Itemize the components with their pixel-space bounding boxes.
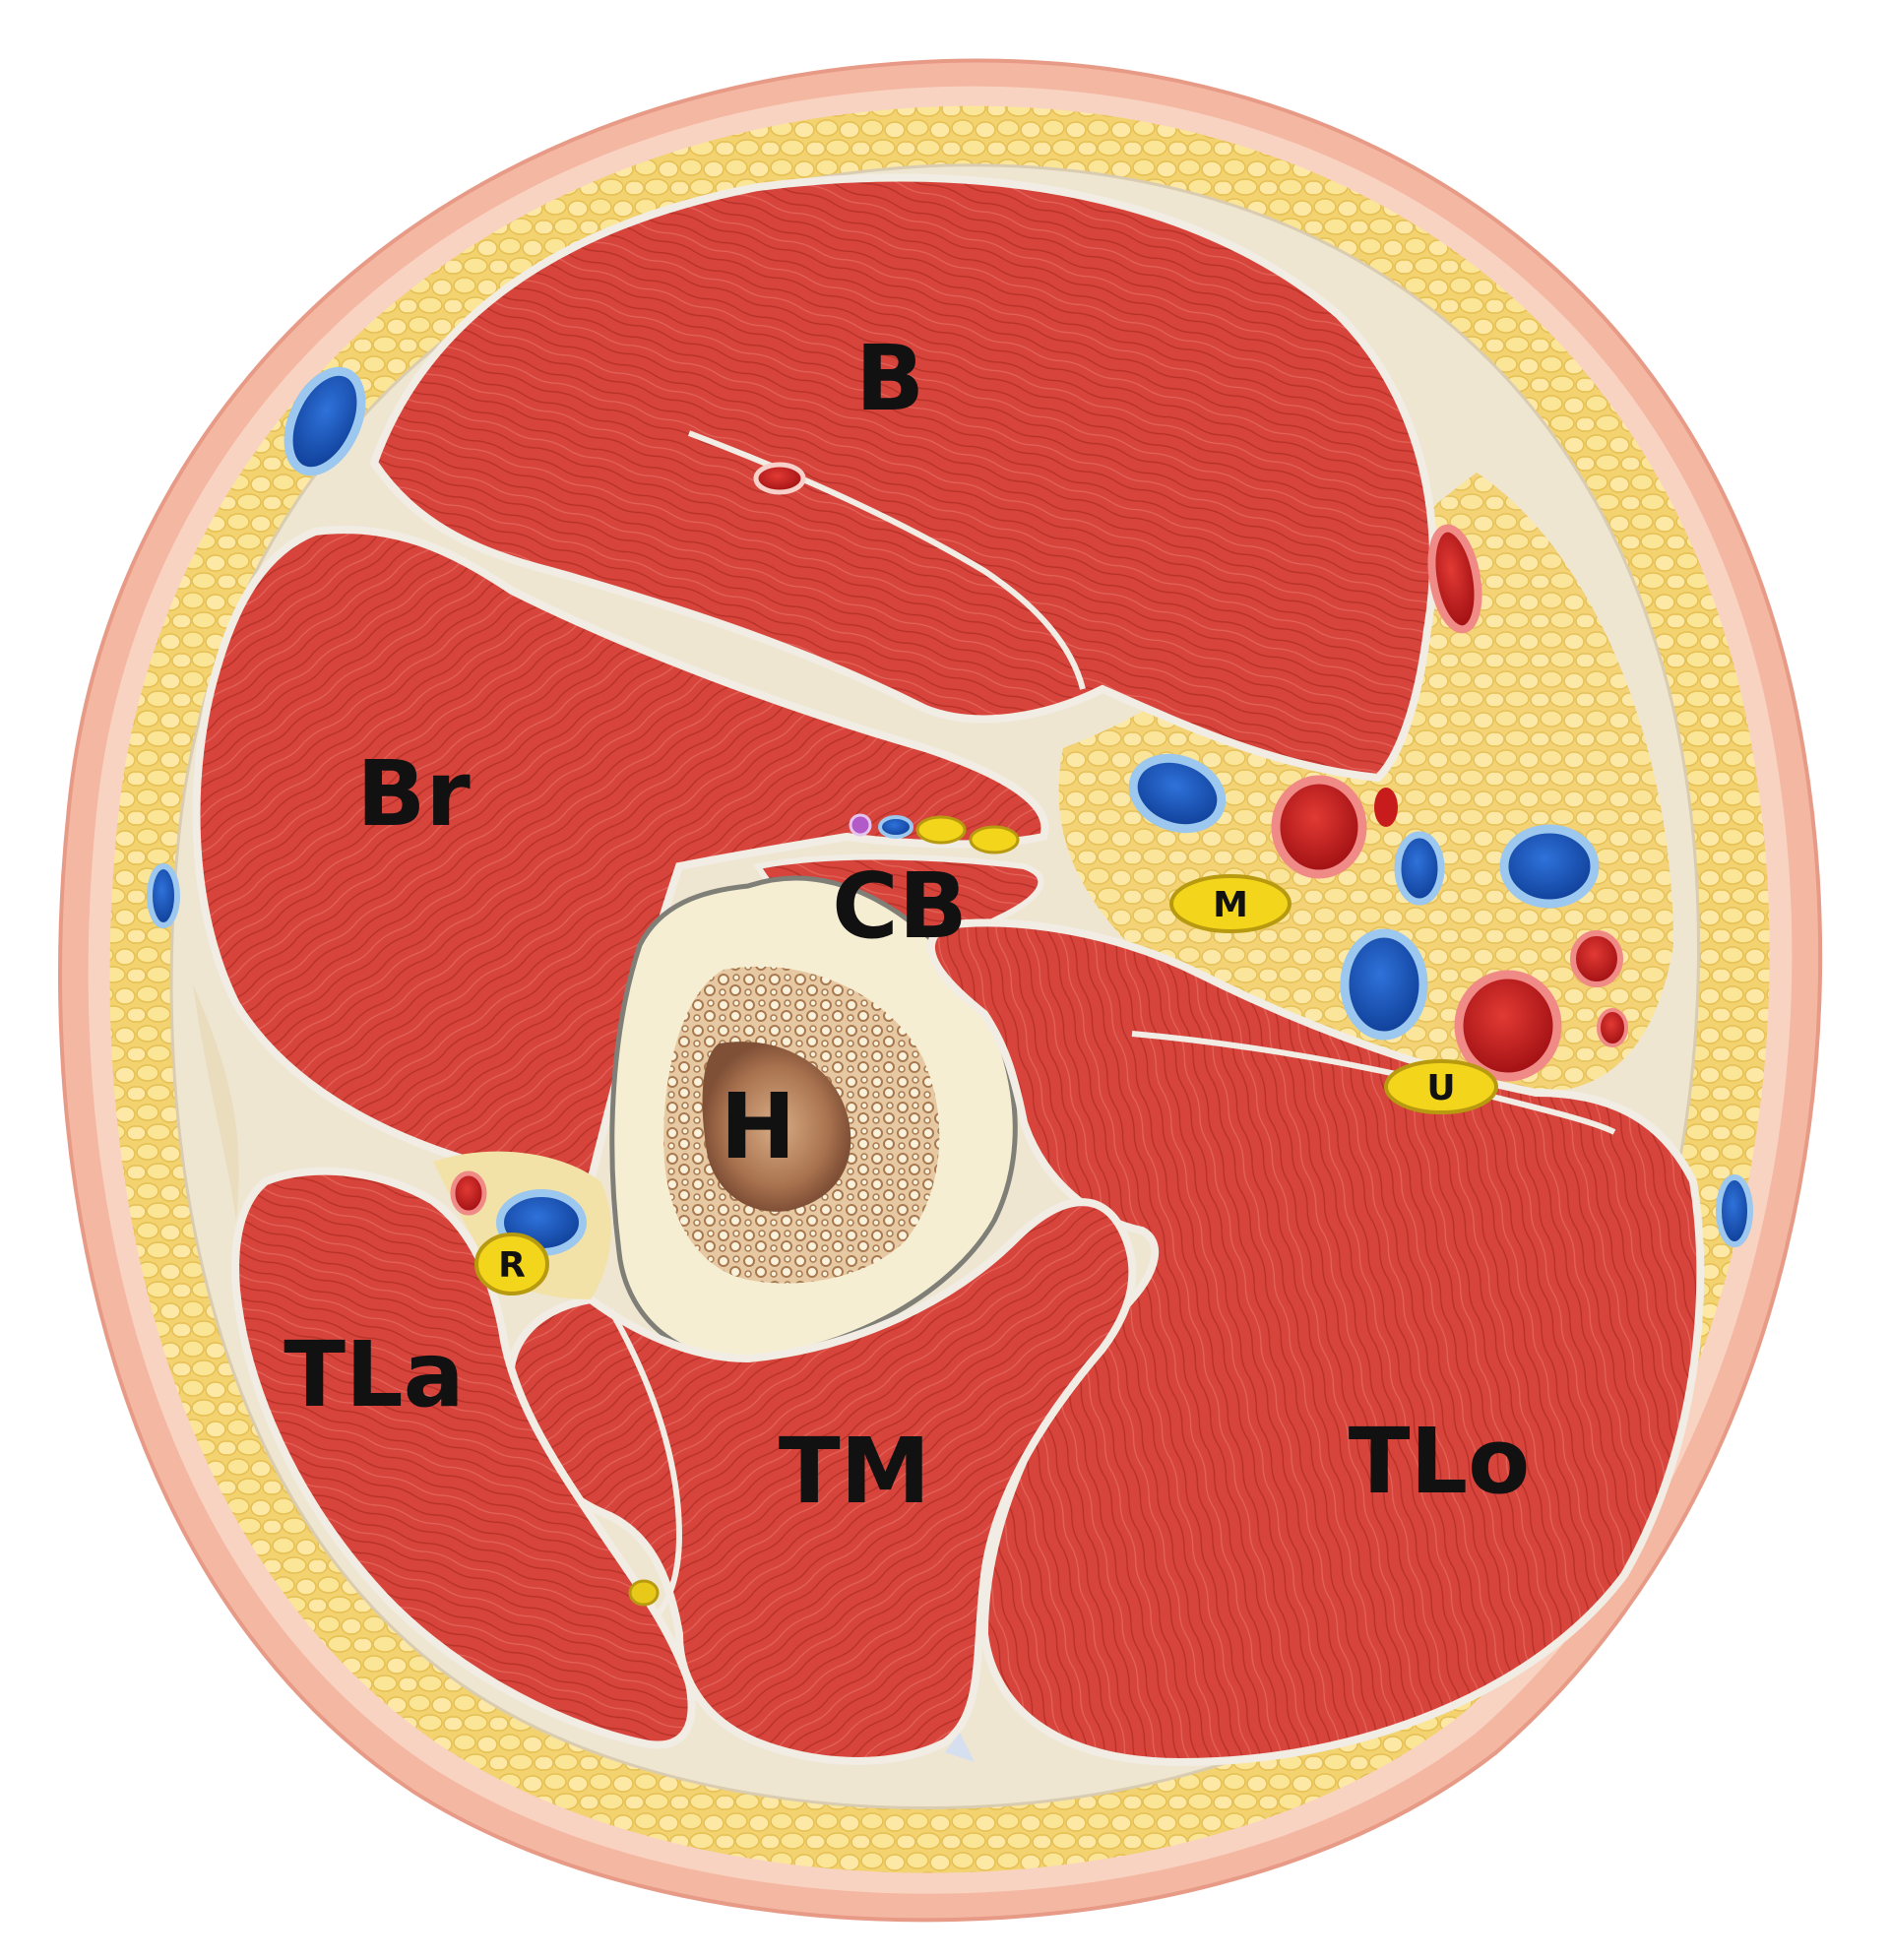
small-vein	[878, 815, 914, 839]
basilic-vein	[1499, 824, 1600, 909]
triceps-long-head-label: TLo	[1349, 1409, 1531, 1514]
ulnar-nerve-label: U	[1426, 1068, 1455, 1108]
triceps-lateral-head-muscle	[231, 1167, 696, 1749]
biceps-label: B	[855, 326, 924, 431]
brachialis-muscle	[192, 526, 1049, 1189]
ulnar-collateral-artery	[1454, 970, 1562, 1082]
cephalic-vein	[284, 366, 366, 476]
median-nerve	[1169, 874, 1292, 933]
superficial-vein-medial	[1716, 1174, 1753, 1247]
biceps-head-divider	[687, 430, 1086, 690]
triceps-medial-head-division	[607, 1307, 683, 1627]
triceps-medial-head-label: TM	[779, 1419, 930, 1524]
median-nerve-label: M	[1213, 885, 1248, 925]
superficial-artery-medial	[1427, 524, 1482, 634]
small-artery-medial-1	[1570, 930, 1623, 987]
radial-nerve	[474, 1233, 549, 1296]
small-vessel-purple	[849, 813, 872, 837]
triceps-medial-head-muscle	[506, 1198, 1137, 1765]
fascial-triangle-bottom	[945, 1733, 975, 1762]
biceps-artery	[753, 462, 806, 495]
small-artery-medial-2	[1597, 1008, 1628, 1047]
profunda-artery	[450, 1170, 487, 1216]
superficial-vein-lateral	[147, 863, 180, 928]
small-artery-bundle	[1374, 788, 1398, 827]
lateral-septum-fat	[193, 984, 239, 1221]
brachial-artery	[1271, 775, 1367, 879]
medial-fat-region	[1058, 473, 1673, 1093]
biceps-muscle	[369, 173, 1437, 783]
brachialis-label: Br	[356, 741, 471, 847]
small-nerve-posterior	[628, 1579, 660, 1607]
brachial-vein	[1128, 753, 1227, 834]
medullary-cavity	[702, 1042, 851, 1212]
triceps-lateral-head-label: TLa	[284, 1322, 464, 1427]
brachial-vein-small	[1394, 831, 1445, 906]
humerus-label: H	[721, 1074, 796, 1179]
radial-nerve-label: R	[498, 1245, 526, 1286]
ulnar-nerve	[1384, 1059, 1498, 1114]
small-nerve-1	[915, 815, 967, 845]
coracobrachialis-label: CB	[832, 854, 968, 959]
brachial-vein-lower	[1340, 928, 1428, 1041]
triceps-long-head-muscle	[926, 918, 1705, 1767]
small-nerve-2	[969, 825, 1020, 854]
